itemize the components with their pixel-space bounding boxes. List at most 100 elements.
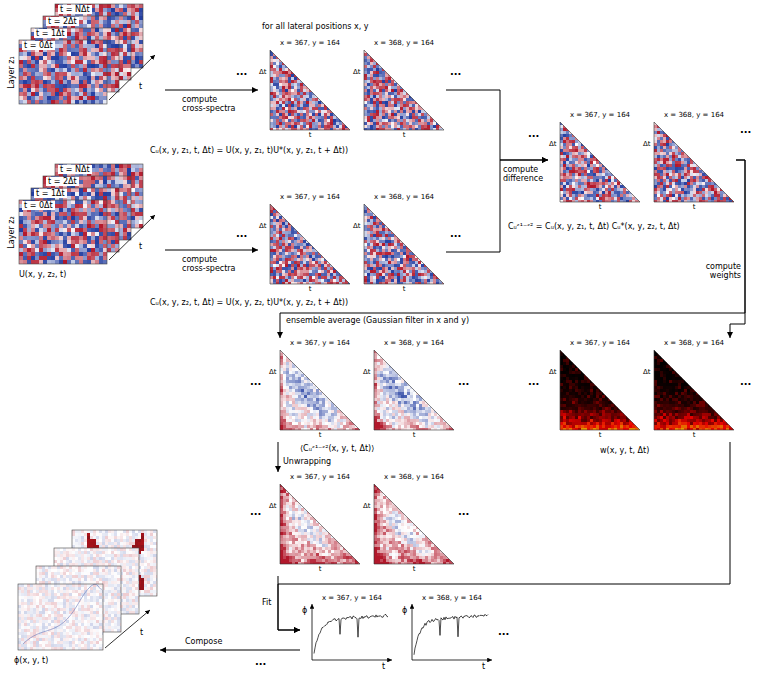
pixel [35,64,39,68]
pixel [47,80,51,84]
pixel [47,52,51,56]
pixel [99,56,103,60]
pixel [31,68,35,72]
pixel [127,20,131,24]
pixel [95,80,99,84]
pixel [91,208,95,212]
pixel [87,208,91,212]
pixel [43,64,47,68]
pixel [71,212,75,216]
pixel [59,72,63,76]
pixel [83,56,87,60]
pixel [67,60,71,64]
pixel [103,32,107,36]
pixel [39,72,43,76]
pixel [83,220,87,224]
pixel [71,56,75,60]
pixel [83,48,87,52]
pixel [107,36,111,40]
pixel [115,180,119,184]
pixel [111,20,115,24]
pixel [71,60,75,64]
pixel [103,16,107,20]
pixel [75,208,79,212]
pixel [91,76,95,80]
pixel [111,208,115,212]
pixel [27,60,31,64]
pixel [87,192,91,196]
pixel [75,60,79,64]
pixel [91,52,95,56]
pixel [79,84,83,88]
pixel [119,216,123,220]
pixel [79,40,83,44]
pixel [103,164,107,168]
pixel [23,60,27,64]
pixel [99,212,103,216]
pixel [55,60,59,64]
pixel [75,56,79,60]
pixel [103,88,107,92]
pixel [75,92,79,96]
pixel [71,208,75,212]
pixel [123,48,127,52]
pixel [75,80,79,84]
pixel [71,60,75,64]
pixel [111,188,115,192]
pixel [107,20,111,24]
pixel [111,188,115,192]
pixel [67,68,71,72]
pixel [19,68,23,72]
pixel [75,224,79,228]
pixel [103,56,107,60]
pixel [107,196,111,200]
pixel [43,60,47,64]
pixel [63,64,67,68]
pixel [91,96,95,100]
pixel [47,76,51,80]
pixel [75,80,79,84]
pixel [51,64,55,68]
pixel [87,84,91,88]
pixel [95,48,99,52]
frame-border [55,4,143,68]
pixel [75,40,79,44]
pixel [99,80,103,84]
pixel [51,88,55,92]
pixel [131,164,135,168]
pixel [91,188,95,192]
pixel [119,40,123,44]
pixel [71,80,75,84]
pixel [47,76,51,80]
pixel [91,168,95,172]
pixel [67,40,71,44]
pixel [75,76,79,80]
pixel [67,52,71,56]
pixel [43,96,47,100]
pixel [119,168,123,172]
pixel [83,40,87,44]
pixel [51,64,55,68]
pixel [91,200,95,204]
pixel [99,96,103,100]
pixel [75,76,79,80]
pixel [43,100,47,104]
pixel [79,76,83,80]
pixel [99,176,103,180]
pixel [131,180,135,184]
pixel [79,72,83,76]
pixel [91,88,95,92]
frame-images [5,160,165,282]
pixel [139,52,143,56]
pixel [119,224,123,228]
pixel [63,72,67,76]
pixel [107,32,111,36]
pixel [99,64,103,68]
pixel [51,68,55,72]
pixel [87,176,91,180]
pixel [135,4,139,8]
pixel [83,204,87,208]
pixel [43,76,47,80]
pixel [99,212,103,216]
pixel [31,56,35,60]
